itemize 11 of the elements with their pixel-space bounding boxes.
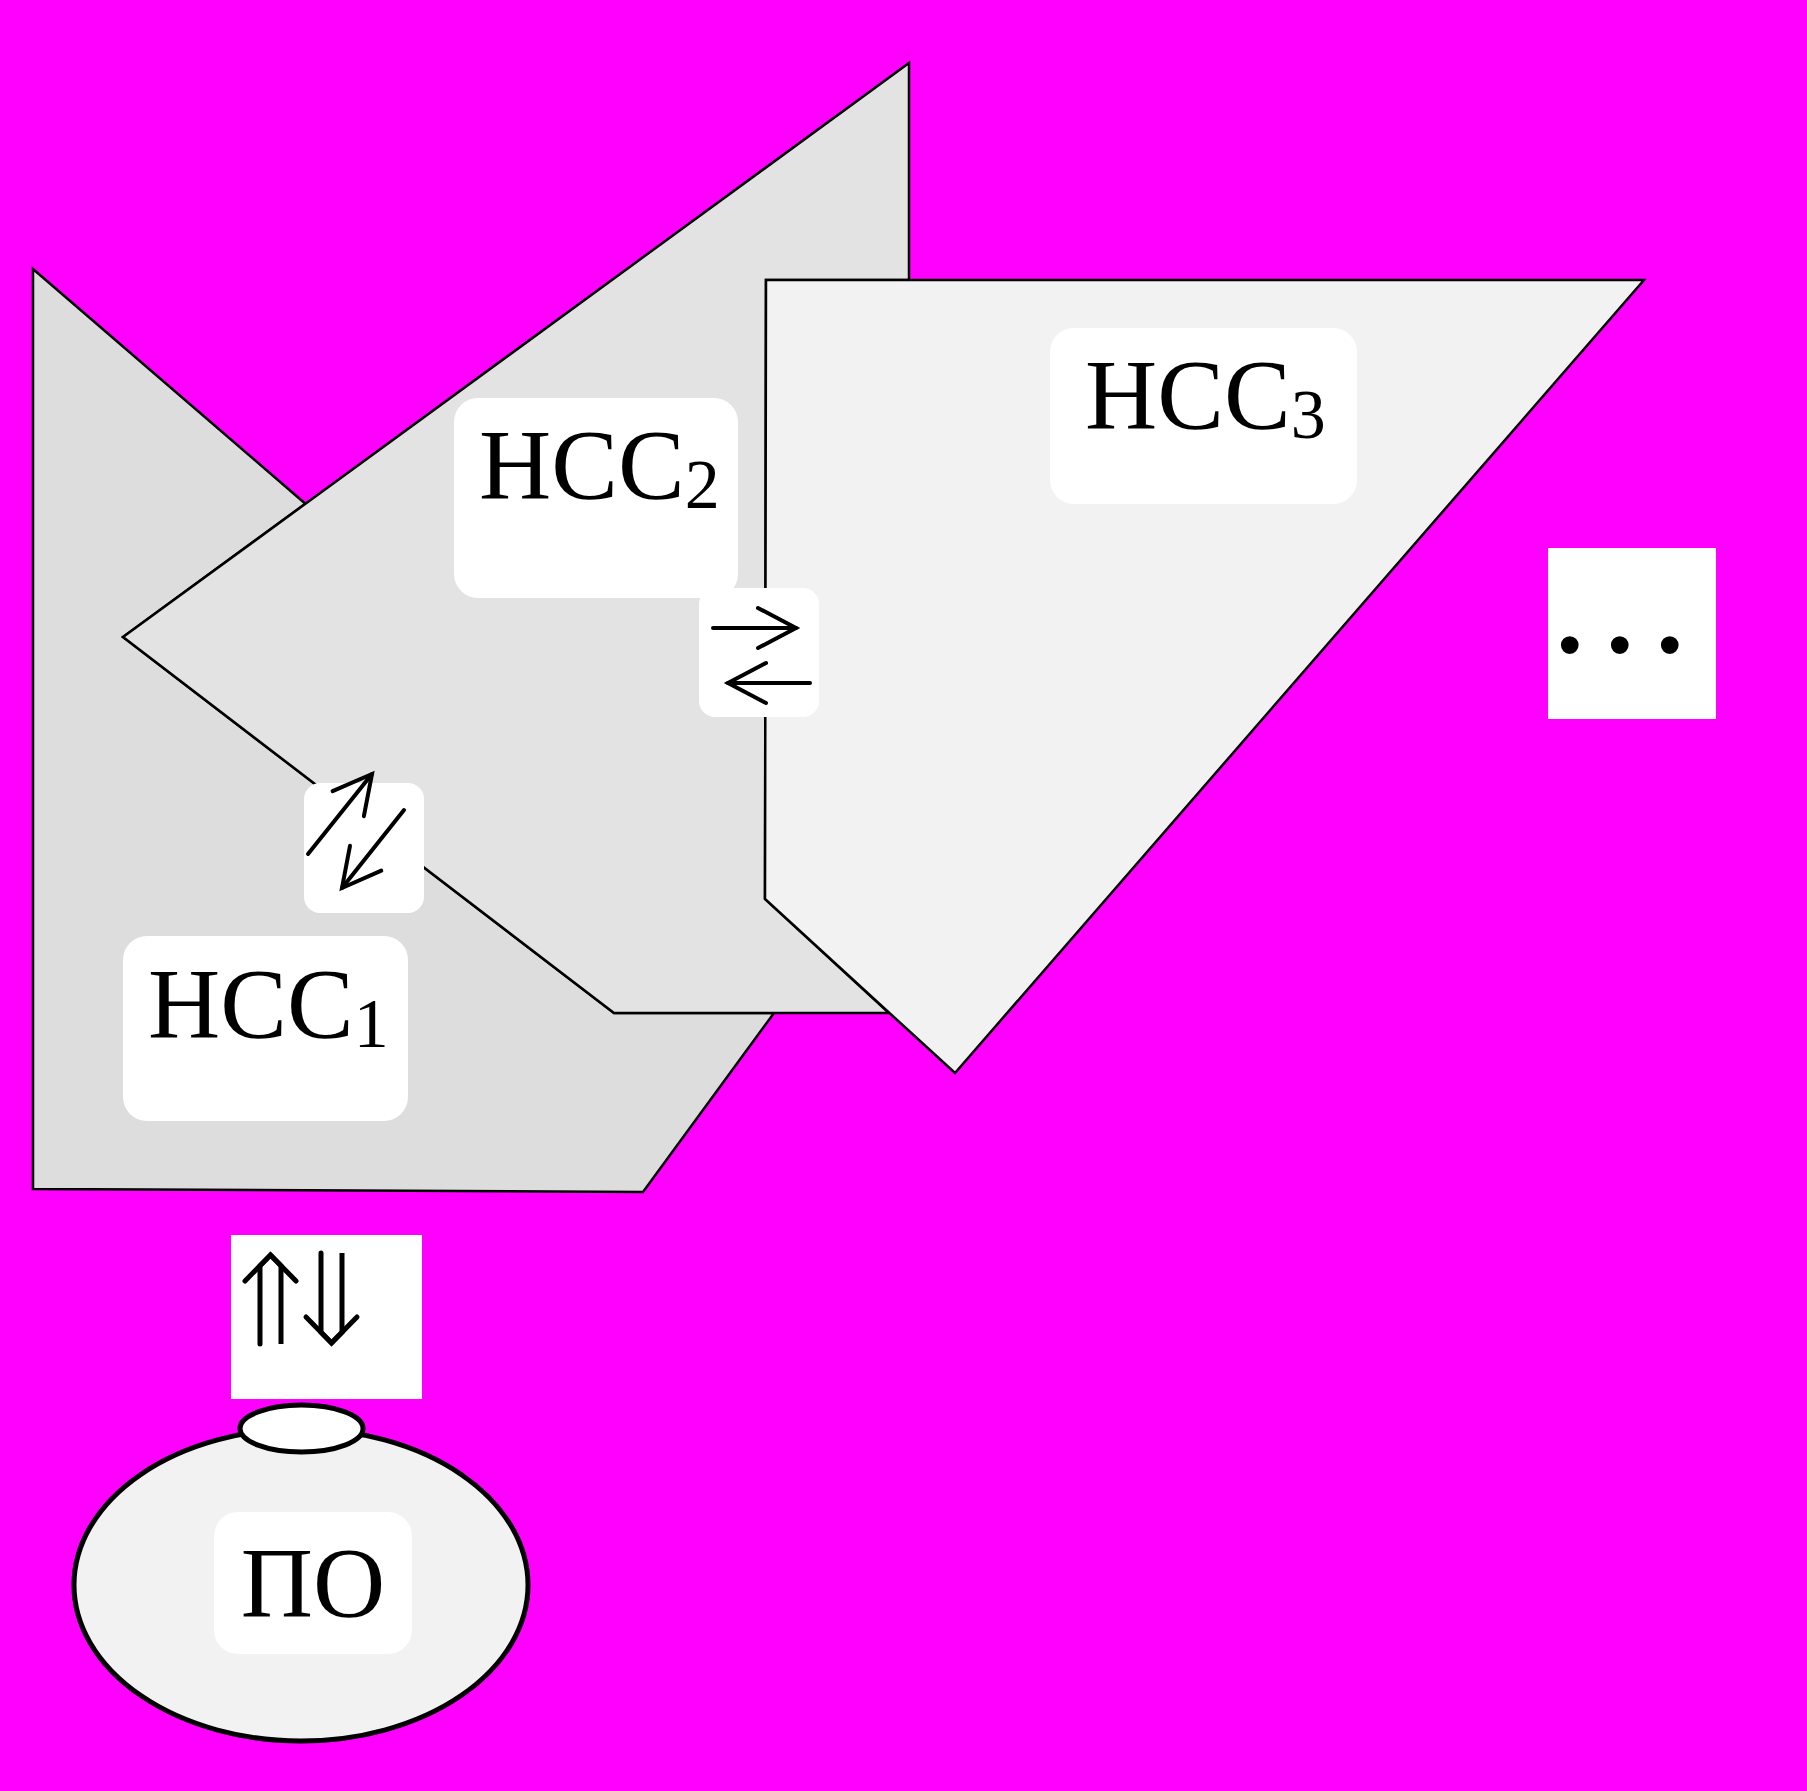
- plane-label: НСС$_{1}$: [123, 936, 408, 1121]
- ellipsis-label: ...: [1548, 548, 1716, 719]
- arrow: [306, 772, 374, 856]
- sack-label: ПО: [214, 1512, 412, 1654]
- double-arrow: [303, 1250, 360, 1347]
- plane-label: НСС$_{2}$: [454, 398, 738, 598]
- arrow: [726, 661, 812, 705]
- plane-label: НСС$_{3}$: [1050, 328, 1357, 504]
- arrow: [340, 808, 406, 890]
- arrow: [711, 606, 798, 650]
- double-arrow: [242, 1251, 299, 1347]
